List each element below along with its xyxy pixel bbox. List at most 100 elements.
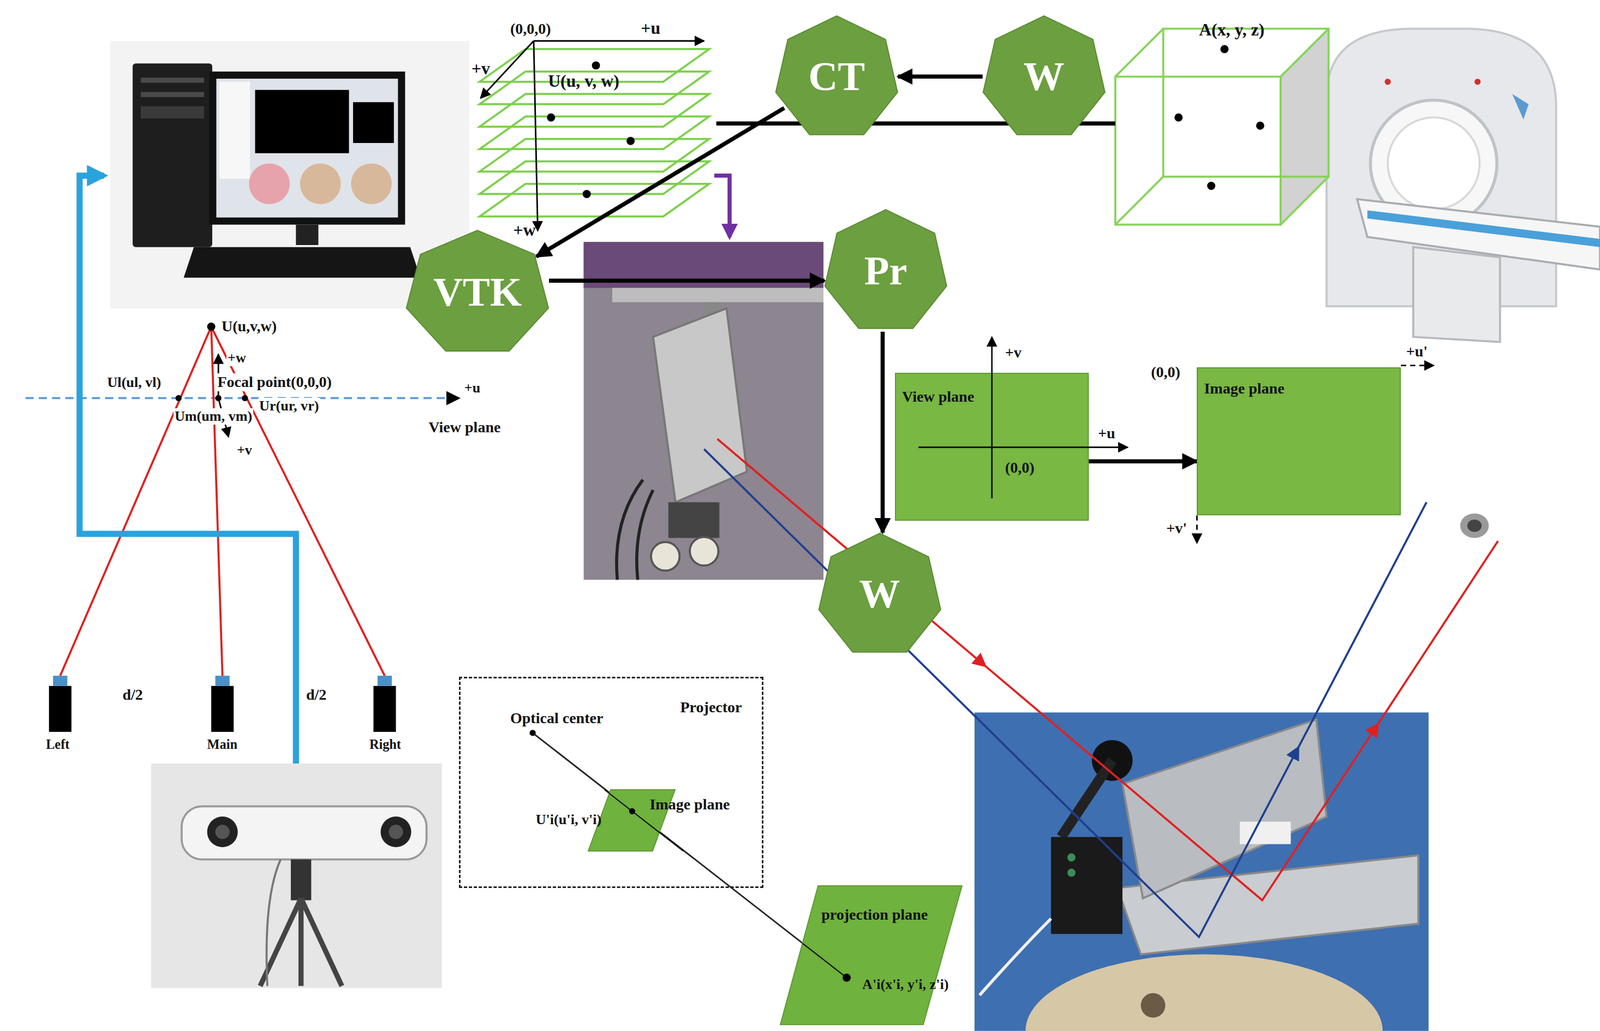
ct-scanner-photo <box>1512 93 1529 120</box>
image-plane-parallelogram: Image plane <box>588 789 744 853</box>
ct-scanner-photo <box>1387 117 1480 210</box>
tracking-camera-photo <box>266 859 281 987</box>
text-label: +w <box>513 220 536 241</box>
render-thumbnail <box>1447 498 1519 545</box>
text-label: Um(um, vm) <box>173 408 254 425</box>
stereo-geometry <box>25 322 460 732</box>
node-label: View plane <box>902 387 975 406</box>
connector-arrow <box>536 108 785 257</box>
projector-photo <box>689 536 719 566</box>
process-heptagon: Pr <box>824 209 947 332</box>
process-label: VTK <box>433 268 522 316</box>
stereo-geometry <box>377 675 392 686</box>
heptagon-shape <box>825 209 947 329</box>
projection-ray <box>532 732 847 978</box>
phantom-cube <box>1115 28 1329 225</box>
slice-stack: U(u, v, w) <box>479 20 717 235</box>
stereo-geometry <box>215 675 230 686</box>
data-link <box>79 175 296 764</box>
phantom-cube <box>1256 121 1265 130</box>
text-label: (0,0) <box>1150 363 1181 381</box>
ct-scanner-photo <box>1367 210 1600 247</box>
ct-slice-stack <box>479 161 710 195</box>
process-label: CT <box>808 52 865 100</box>
light-path <box>1377 540 1498 725</box>
ct-slice-stack <box>479 116 710 149</box>
process-label: W <box>1023 52 1065 100</box>
computer-photo <box>350 163 392 205</box>
computer-photo <box>110 40 470 309</box>
computer-photo <box>300 163 342 205</box>
ray-line <box>802 942 847 978</box>
slice-axes <box>480 40 705 231</box>
slice-axes <box>533 40 704 43</box>
text-label: +v <box>1005 343 1022 362</box>
view-plane-box: View plane(0,0) <box>894 372 1089 521</box>
tracking-camera-photo <box>151 763 443 988</box>
voxel-dot <box>546 61 635 199</box>
text-label: +v' <box>1166 519 1187 537</box>
ct-slice-stack <box>479 139 710 172</box>
computer-photo <box>140 106 205 119</box>
process-heptagon: W <box>818 532 941 655</box>
voxel-dot <box>546 113 555 122</box>
tracking-camera-photo <box>181 806 427 859</box>
text-label: d/2 <box>306 685 327 704</box>
projector-photo <box>668 502 720 538</box>
node-label: Image plane <box>649 795 730 814</box>
ct-slice-stack <box>479 71 710 105</box>
text-label: +v <box>235 442 254 459</box>
skull-photo <box>1239 821 1291 844</box>
computer-photo <box>132 63 213 248</box>
tracking-camera-photo <box>151 763 443 988</box>
process-label: Pr <box>864 247 908 295</box>
projection-ray <box>529 729 847 978</box>
plane-parallelogram <box>780 885 963 1025</box>
text-label: +w <box>226 349 248 367</box>
image-plane-axes <box>1196 515 1198 543</box>
computer-photo <box>216 78 398 218</box>
text-label: +u <box>464 379 481 397</box>
node-label: projection plane <box>821 905 928 924</box>
text-label: U'i(u'i, v'i) <box>535 811 602 828</box>
computer-photo <box>140 77 205 83</box>
text-label: +u' <box>1406 342 1428 361</box>
voxel-dot <box>582 189 591 199</box>
stereo-geometry <box>207 322 216 331</box>
projector-photo <box>651 541 680 571</box>
voxel-dot <box>592 61 601 70</box>
tracking-camera-photo <box>298 898 304 987</box>
phantom-cube <box>1280 28 1329 77</box>
computer-photo <box>248 163 290 205</box>
tracking-camera-photo <box>215 824 230 839</box>
text-label: Right <box>369 736 402 752</box>
tracking-camera-photo <box>301 898 343 987</box>
text-label: A'i(x'i, y'i, z'i) <box>862 976 949 993</box>
phantom-cube <box>1174 113 1183 122</box>
text-label: Optical center <box>510 709 604 727</box>
text-label: View plane <box>428 418 501 437</box>
ct-scanner-photo <box>1474 78 1481 85</box>
skull-photo <box>1067 868 1076 877</box>
axis-line <box>918 446 1128 449</box>
point-dot <box>629 807 636 814</box>
node-label: Image plane <box>1203 379 1285 398</box>
computer-photo <box>295 224 319 246</box>
projector-photo <box>583 241 824 580</box>
computer-photo <box>353 102 394 143</box>
phantom-cube <box>1280 28 1329 225</box>
phantom-cube <box>1163 28 1329 177</box>
phantom-cube <box>1220 44 1229 53</box>
phantom-cube <box>1115 176 1164 225</box>
connector-arrow <box>880 331 885 533</box>
text-label: Main <box>207 736 238 752</box>
heptagon-shape <box>982 15 1105 135</box>
light-path <box>703 449 1298 937</box>
stereo-geometry <box>52 675 68 686</box>
text-label: +u <box>640 18 661 39</box>
skull-photo <box>979 918 1052 995</box>
text-label: d/2 <box>122 685 143 704</box>
